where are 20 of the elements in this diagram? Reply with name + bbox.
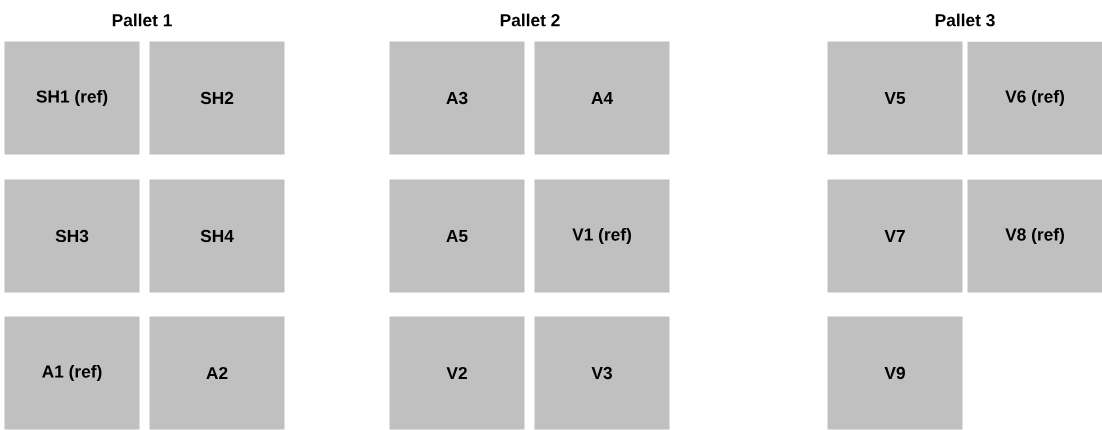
sample-box: SH2 <box>149 41 285 155</box>
sample-box: A3 <box>389 41 525 155</box>
sample-box: A2 <box>149 316 285 430</box>
sample-box: A1 (ref) <box>4 316 140 430</box>
sample-box: V8 (ref) <box>967 179 1102 293</box>
sample-box: SH3 <box>4 179 140 293</box>
sample-box: SH4 <box>149 179 285 293</box>
sample-box: A4 <box>534 41 670 155</box>
sample-box: V6 (ref) <box>967 41 1102 155</box>
pallet-heading: Pallet 2 <box>500 13 560 27</box>
sample-box: SH1 (ref) <box>4 41 140 155</box>
sample-box: V3 <box>534 316 670 430</box>
sample-box: A5 <box>389 179 525 293</box>
pallet-heading: Pallet 1 <box>112 13 172 27</box>
sample-box: V7 <box>827 179 963 293</box>
sample-box: V2 <box>389 316 525 430</box>
pallet-heading: Pallet 3 <box>935 13 995 27</box>
sample-box: V1 (ref) <box>534 179 670 293</box>
sample-box: V9 <box>827 316 963 430</box>
sample-box: V5 <box>827 41 963 155</box>
